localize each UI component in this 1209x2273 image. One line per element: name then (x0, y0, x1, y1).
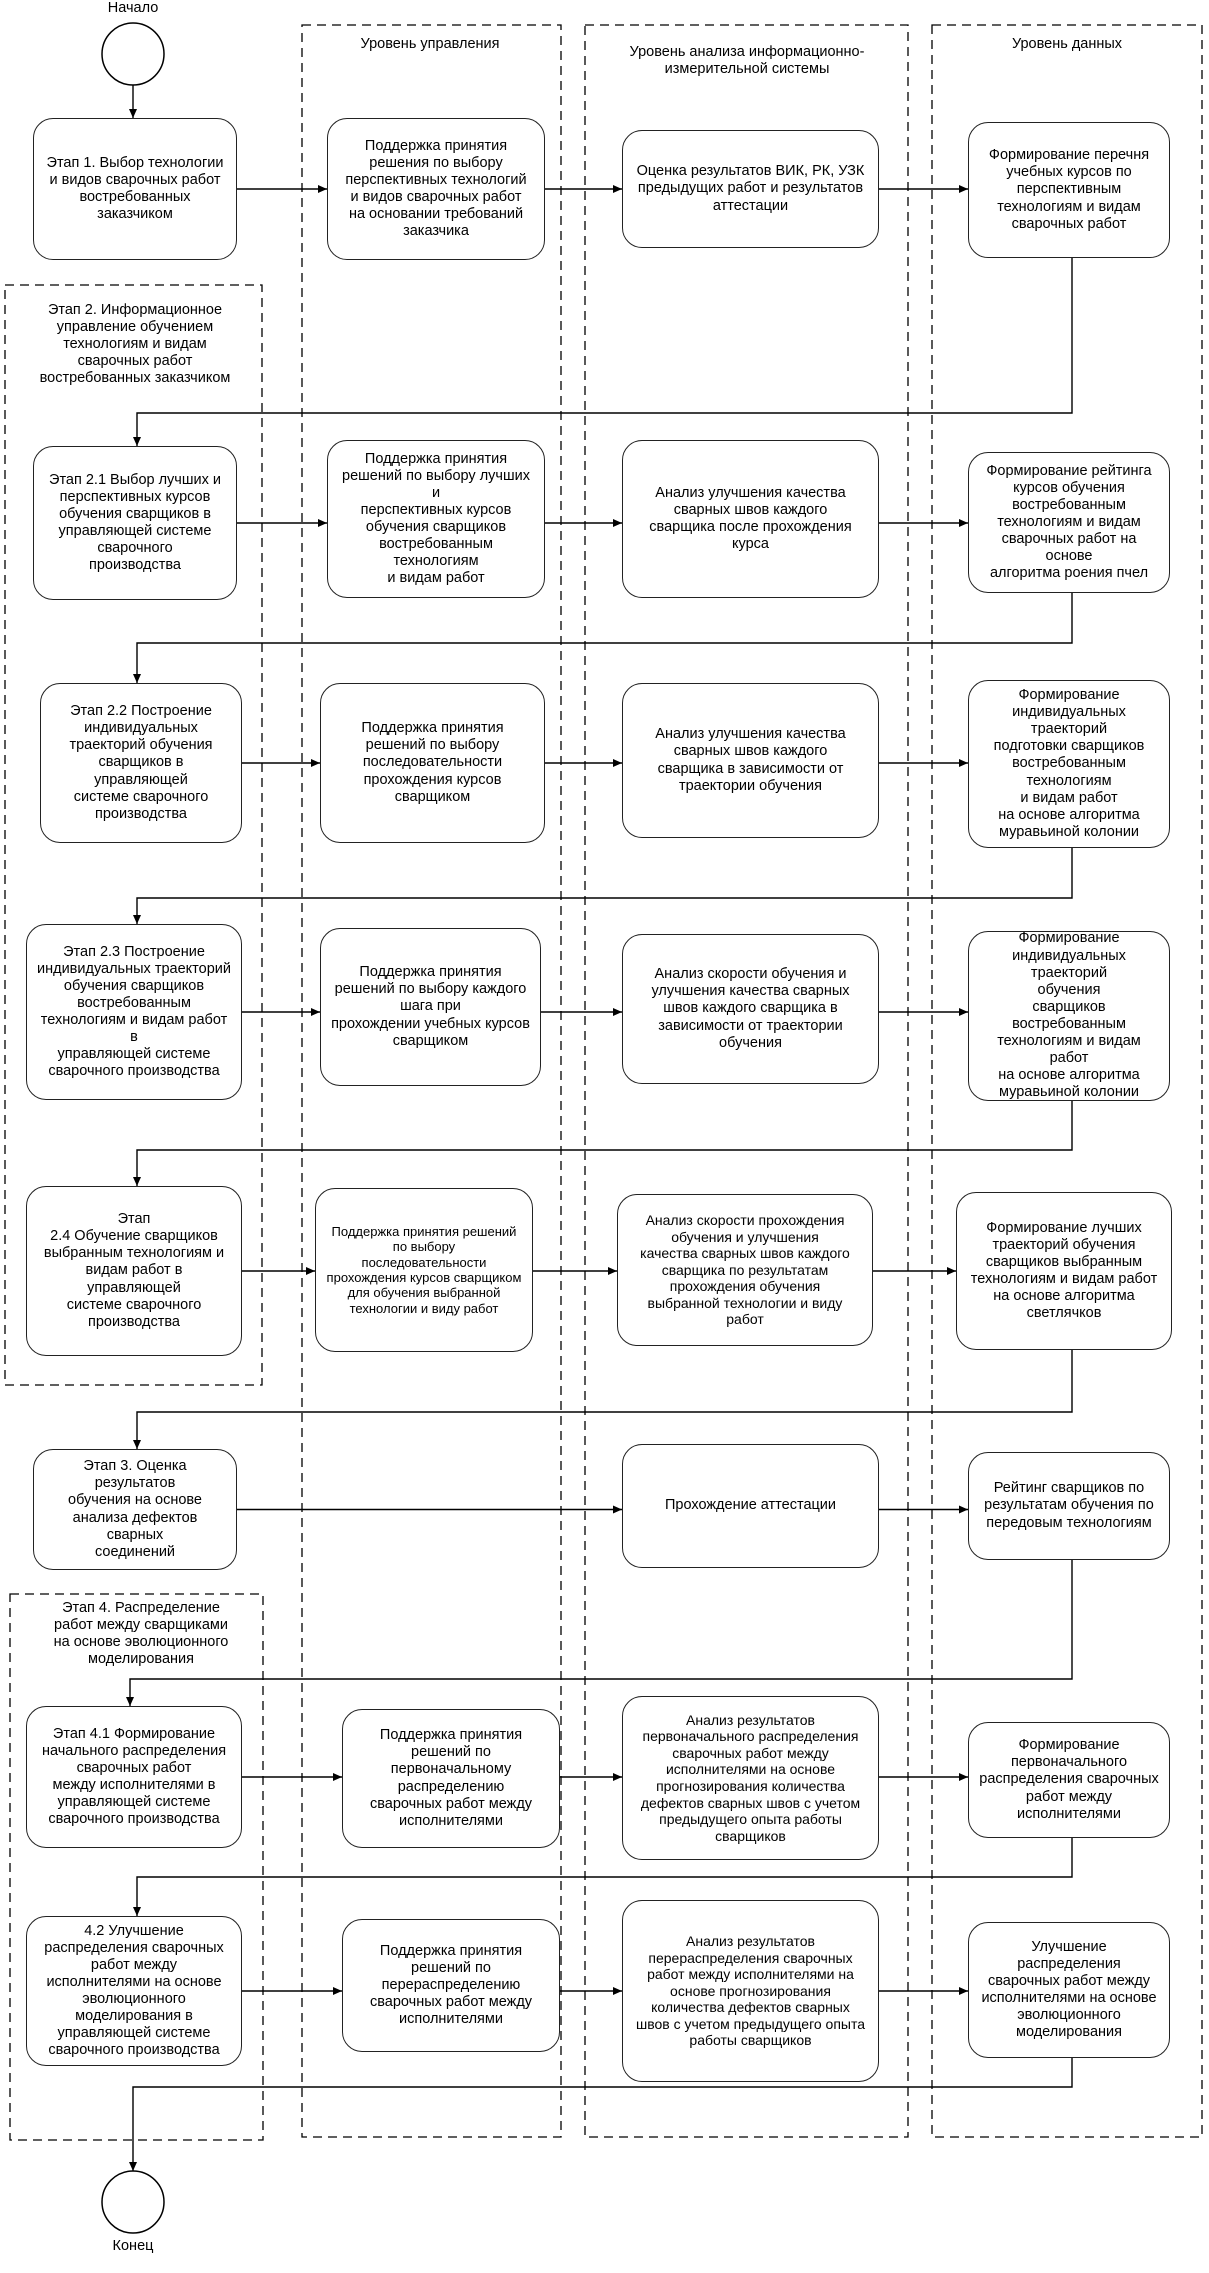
lane-data (931, 24, 1203, 2138)
lane-header-control: Уровень управления (360, 36, 500, 52)
return-connector-7 (133, 1838, 1073, 1916)
node-data-4: Формирование индивидуальных траекторий о… (968, 930, 1170, 1101)
node-data-2: Формирование рейтинга курсов обучения во… (968, 452, 1170, 593)
return-connector-5 (133, 1350, 1073, 1449)
return-connector-1 (133, 258, 1073, 446)
node-analysis-3: Анализ улучшения качества сварных швов к… (622, 683, 879, 838)
group-stage2 (4, 284, 263, 1386)
node-control-8: Поддержка принятия решений по перераспре… (342, 1919, 560, 2052)
group-stage4 (9, 1593, 264, 2141)
lane-header-data: Уровень данных (1011, 36, 1123, 52)
node-stage-7: Этап 4.1 Формирование начального распред… (26, 1706, 242, 1848)
node-analysis-8: Анализ результатов перераспределения сва… (622, 1900, 879, 2082)
node-analysis-7: Анализ результатов первоначального распр… (622, 1696, 879, 1860)
node-data-5: Формирование лучших траекторий обучения … (956, 1192, 1172, 1350)
node-analysis-2: Анализ улучшения качества сварных швов к… (622, 440, 879, 598)
node-stage-8: 4.2 Улучшение распределения сварочных ра… (26, 1916, 242, 2066)
node-analysis-1: Оценка результатов ВИК, РК, УЗК предыдущ… (622, 130, 879, 248)
node-control-3: Поддержка принятия решений по выбору пос… (320, 683, 545, 843)
node-stage-6: Этап 3. Оценка результатов обучения на о… (33, 1449, 237, 1570)
group-label-stage2: Этап 2. Информационное управление обучен… (39, 302, 231, 387)
node-analysis-4: Анализ скорости обучения и улучшения кач… (622, 934, 879, 1084)
node-data-3: Формирование индивидуальных траекторий п… (968, 680, 1170, 848)
return-connector-3 (133, 848, 1073, 924)
start-label: Начало (107, 0, 159, 16)
node-stage-1: Этап 1. Выбор технологии и видов сварочн… (33, 118, 237, 260)
node-control-7: Поддержка принятия решений по первоначал… (342, 1709, 560, 1848)
node-analysis-6: Прохождение аттестации (622, 1444, 879, 1568)
node-control-5: Поддержка принятия решений по выбору пос… (315, 1188, 533, 1352)
node-control-1: Поддержка принятия решения по выбору пер… (327, 118, 545, 260)
lane-analysis (584, 24, 909, 2138)
node-data-1: Формирование перечня учебных курсов по п… (968, 122, 1170, 258)
end-label: Конец (112, 2238, 154, 2254)
node-data-8: Улучшение распределения сварочных работ … (968, 1922, 1170, 2058)
return-connector-8 (129, 2058, 1073, 2171)
node-stage-3: Этап 2.2 Построение индивидуальных траек… (40, 683, 242, 843)
node-control-2: Поддержка принятия решений по выбору луч… (327, 440, 545, 598)
return-connector-6 (126, 1560, 1073, 1706)
node-control-4: Поддержка принятия решений по выбору каж… (320, 928, 541, 1086)
lane-header-analysis: Уровень анализа информационно- измерител… (629, 44, 865, 78)
node-stage-5: Этап 2.4 Обучение сварщиков выбранным те… (26, 1186, 242, 1356)
end-circle (101, 2170, 165, 2234)
start-circle (101, 22, 165, 86)
node-analysis-5: Анализ скорости прохождения обучения и у… (617, 1194, 873, 1346)
return-connector-2 (133, 593, 1073, 683)
node-stage-2: Этап 2.1 Выбор лучших и перспективных ку… (33, 446, 237, 600)
group-label-stage4: Этап 4. Распределение работ между сварщи… (53, 1600, 229, 1668)
node-data-7: Формирование первоначального распределен… (968, 1722, 1170, 1838)
node-stage-4: Этап 2.3 Построение индивидуальных траек… (26, 924, 242, 1100)
node-data-6: Рейтинг сварщиков по результатам обучени… (968, 1452, 1170, 1560)
return-connector-4 (133, 1101, 1073, 1186)
